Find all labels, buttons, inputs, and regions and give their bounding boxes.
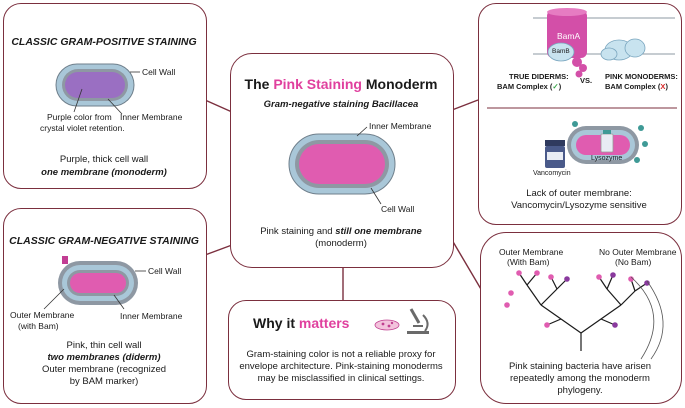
gram-positive-desc-2: one membrane (monoderm) [41, 167, 167, 178]
bam-panel: BamA BamB TRUE DIDERMS: BAM Complex (✓) … [478, 3, 682, 225]
why-panel: Why it matters Gram-staining color is no… [228, 300, 456, 400]
no-outer-membrane-label-1: No Outer Membrane [599, 247, 677, 257]
gram-negative-cell-wall-label: Cell Wall [148, 266, 182, 276]
bam-complex-illustration [487, 8, 677, 168]
pink-monoderms-label: PINK MONODERMS: [605, 72, 678, 81]
bam-complex-label-2: BAM Complex ( [605, 82, 661, 91]
why-title-pink: matters [298, 315, 350, 331]
center-title-pre: The [244, 76, 274, 92]
gram-negative-inner-membrane-label: Inner Membrane [120, 311, 183, 321]
outer-membrane-label-1: Outer Membrane [499, 247, 564, 257]
gram-negative-outer-label-1: Outer Membrane [10, 310, 75, 320]
no-outer-membrane-label-2: (No Bam) [615, 257, 652, 267]
gram-positive-desc-1: Purple, thick cell wall [59, 154, 149, 165]
gram-positive-purple-label-2: crystal violet retention. [40, 123, 125, 133]
microscope-icon [409, 308, 421, 324]
center-title-pink: Pink Staining [273, 76, 362, 92]
center-desc-2: (monoderm) [315, 238, 367, 249]
center-desc-bold: still one membrane [335, 226, 422, 237]
center-desc-pre: Pink staining and [260, 226, 336, 237]
phylogeny-text-3: phylogeny. [557, 385, 603, 396]
lysozyme-label: Lysozyme [591, 155, 623, 162]
lack-text-2: Vancomycin/Lysozyme sensitive [511, 200, 647, 211]
petri-microscope-illustration [374, 308, 429, 334]
lack-text-1: Lack of outer membrane: [526, 188, 632, 199]
phylogeny-tree-illustration [504, 270, 664, 360]
check-icon: ✓ [552, 82, 559, 91]
lysozyme-bottle-icon [600, 133, 614, 153]
why-text-1: Gram-staining color is not a reliable pr… [246, 349, 436, 360]
center-title: The Pink Staining Monoderm [231, 76, 451, 92]
center-panel: The Pink Staining Monoderm Gram-negative… [230, 53, 454, 268]
phylogeny-panel: Outer Membrane (With Bam) No Outer Membr… [480, 232, 682, 404]
gram-positive-purple-label-1: Purple color from [47, 112, 112, 122]
center-title-post: Monoderm [362, 76, 438, 92]
gram-negative-desc-4: by BAM marker) [69, 376, 139, 387]
gram-positive-inner-membrane-label: Inner Membrane [120, 112, 183, 122]
gram-positive-cell-wall-label: Cell Wall [142, 67, 176, 77]
gram-negative-desc-2: two membranes (diderm) [47, 352, 161, 363]
why-title: Why it matters [253, 315, 349, 331]
center-desc-1: Pink staining and still one membrane [231, 226, 451, 237]
phylogeny-text-1: Pink staining bacteria have arisen [508, 361, 652, 372]
gram-negative-title: CLASSIC GRAM-NEGATIVE STAINING [9, 235, 199, 247]
gram-negative-cell-illustration [43, 256, 146, 310]
center-subtitle: Gram-negative staining Bacillacea [263, 99, 419, 110]
bam-complex-label-1: BAM Complex ( [497, 82, 553, 91]
why-title-pre: Why it [253, 315, 299, 331]
center-cell-illustration [288, 126, 396, 205]
bama-label: BamA [557, 31, 581, 41]
close-paren-1: ) [558, 82, 562, 91]
gram-positive-title: CLASSIC GRAM-POSITIVE STAINING [11, 36, 197, 48]
gram-positive-panel: CLASSIC GRAM-POSITIVE STAINING Cell Wall… [3, 3, 207, 189]
gram-positive-cell-illustration [55, 63, 140, 115]
bamb-label: BamB [552, 48, 570, 55]
pink-monoderms-bam: BAM Complex (X) [605, 82, 668, 91]
true-diderms-bam: BAM Complex (✓) [497, 82, 561, 91]
gram-negative-desc-1: Pink, thin cell wall [66, 340, 142, 351]
cross-icon: X [660, 82, 666, 91]
vancomycin-label: Vancomycin [533, 170, 571, 177]
vs-label: VS. [580, 76, 593, 85]
center-inner-membrane-label: Inner Membrane [369, 121, 432, 131]
center-cell-wall-label: Cell Wall [381, 204, 415, 214]
close-paren-2: ) [665, 82, 668, 91]
true-diderms-label: TRUE DIDERMS: [509, 72, 569, 81]
gram-negative-outer-label-2: (with Bam) [18, 321, 59, 331]
phylogeny-text-2: repeatedly among the monoderm [510, 373, 650, 384]
gram-negative-desc-3: Outer membrane (recognized [41, 364, 167, 375]
outer-membrane-label-2: (With Bam) [507, 257, 550, 267]
why-text-2: envelope architecture. Pink-staining mon… [239, 361, 443, 372]
why-text-3: may be misclassified in clinical setting… [257, 373, 425, 384]
gram-negative-panel: CLASSIC GRAM-NEGATIVE STAINING Cell Wall… [3, 208, 207, 404]
